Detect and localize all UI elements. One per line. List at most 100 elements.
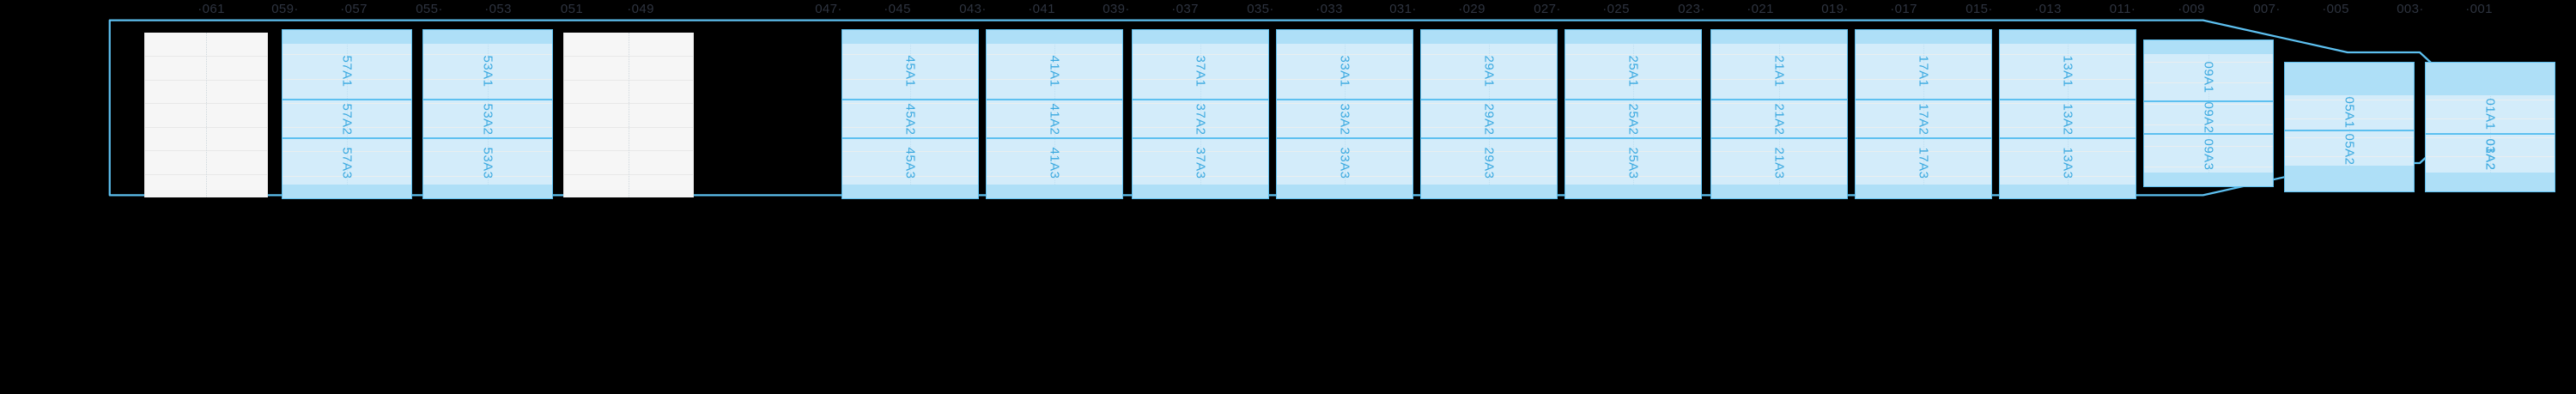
stack-section[interactable]: 57A1 bbox=[283, 44, 411, 101]
bay-number-label: ·005 bbox=[2322, 2, 2349, 16]
stack-section-label: 29A2 bbox=[1481, 103, 1497, 136]
stack-cap-top bbox=[842, 30, 978, 44]
bay-029[interactable]: 29A1 29A2 29A3 bbox=[1420, 29, 1558, 199]
stack-section-label: 57A1 bbox=[339, 55, 355, 88]
stack-cap-top bbox=[2426, 63, 2555, 95]
stack-section[interactable]: 37A3 bbox=[1133, 139, 1268, 186]
stack-section-label: 01A1 bbox=[2482, 98, 2498, 130]
stack-section-label: 41A1 bbox=[1047, 55, 1062, 88]
stack-section[interactable]: 29A1 bbox=[1421, 44, 1557, 101]
stack-section-label: 17A2 bbox=[1916, 103, 1931, 136]
stack-section[interactable]: 29A3 bbox=[1421, 139, 1557, 186]
bay-number-label: 027· bbox=[1534, 2, 1561, 16]
stack-section[interactable]: 21A2 bbox=[1711, 100, 1847, 140]
stack-section[interactable]: 09A1 bbox=[2144, 54, 2273, 102]
stack-section[interactable]: 41A1 bbox=[987, 44, 1122, 101]
stack-section[interactable]: 25A2 bbox=[1565, 100, 1701, 140]
stack-section[interactable]: 17A1 bbox=[1856, 44, 1991, 101]
bay-number-label: ·009 bbox=[2178, 2, 2205, 16]
bay-017[interactable]: 17A1 17A2 17A3 bbox=[1855, 29, 1992, 199]
stack-centerline bbox=[910, 30, 911, 198]
stack-section[interactable]: 57A2 bbox=[283, 100, 411, 140]
stack-section[interactable]: 53A3 bbox=[423, 139, 552, 186]
stack-section[interactable]: 17A3 bbox=[1856, 139, 1991, 186]
stack-section[interactable]: 57A3 bbox=[283, 139, 411, 186]
stack-section[interactable]: 09A3 bbox=[2144, 135, 2273, 174]
stack-section[interactable]: 29A2 bbox=[1421, 100, 1557, 140]
stack-centerline bbox=[1345, 30, 1346, 198]
stack-section[interactable]: 09A2 bbox=[2144, 101, 2273, 135]
stack-cap-bottom bbox=[2000, 185, 2136, 198]
stack-section-label: 09A2 bbox=[2201, 101, 2216, 134]
stack-section[interactable]: 13A1 bbox=[2000, 44, 2136, 101]
stack-section-label: 53A1 bbox=[480, 55, 495, 88]
empty-bay-051[interactable] bbox=[563, 33, 694, 197]
stack-section-label: 05A1 bbox=[2342, 96, 2357, 129]
stack-section[interactable]: 17A2 bbox=[1856, 100, 1991, 140]
stack-section-label: 53A2 bbox=[480, 103, 495, 136]
stack-section[interactable]: 53A1 bbox=[423, 44, 552, 101]
stack-section[interactable]: 05A1 bbox=[2285, 95, 2414, 131]
empty-bay-059[interactable] bbox=[144, 33, 268, 197]
stack-section-label-secondary: 03A2 bbox=[2482, 138, 2498, 171]
bay-number-label: ·029 bbox=[1458, 2, 1485, 16]
stack-cap-top bbox=[283, 30, 411, 44]
stack-section[interactable]: 33A1 bbox=[1277, 44, 1413, 101]
stack-section-label: 17A3 bbox=[1916, 147, 1931, 179]
stack-section[interactable]: 13A3 bbox=[2000, 139, 2136, 186]
bay-number-label: 059· bbox=[271, 2, 299, 16]
stack-centerline bbox=[2068, 30, 2069, 198]
stack-section[interactable]: 25A3 bbox=[1565, 139, 1701, 186]
stack-cap-bottom bbox=[842, 185, 978, 198]
stack-cap-bottom bbox=[283, 185, 411, 198]
bay-057[interactable]: 57A1 57A2 57A3 bbox=[282, 29, 412, 199]
bay-number-label: ·021 bbox=[1747, 2, 1774, 16]
stack-section-label: 21A3 bbox=[1771, 147, 1787, 179]
stack-section[interactable]: 37A2 bbox=[1133, 100, 1268, 140]
stack-section-label: 41A3 bbox=[1047, 147, 1062, 179]
bay-number-label: 039· bbox=[1103, 2, 1130, 16]
stack-section[interactable]: 45A3 bbox=[842, 139, 978, 186]
stack-centerline bbox=[488, 30, 489, 198]
stack-cap-top bbox=[2144, 40, 2273, 54]
stack-cap-top bbox=[2000, 30, 2136, 44]
stack-cap-top bbox=[1421, 30, 1557, 44]
stack-section[interactable]: 21A1 bbox=[1711, 44, 1847, 101]
stack-section[interactable]: 45A1 bbox=[842, 44, 978, 101]
stack-section[interactable]: 41A2 bbox=[987, 100, 1122, 140]
stack-section[interactable]: 13A2 bbox=[2000, 100, 2136, 140]
stack-centerline bbox=[2349, 63, 2350, 191]
bay-053[interactable]: 53A1 53A2 53A3 bbox=[422, 29, 553, 199]
stack-section[interactable]: 33A3 bbox=[1277, 139, 1413, 186]
stack-section[interactable]: 45A2 bbox=[842, 100, 978, 140]
bay-number-label: 055· bbox=[416, 2, 443, 16]
stack-section[interactable]: 37A1 bbox=[1133, 44, 1268, 101]
stack-section[interactable]: 01A1 bbox=[2426, 95, 2555, 135]
stack-section[interactable]: 21A3 bbox=[1711, 139, 1847, 186]
bay-041[interactable]: 41A1 41A2 41A3 bbox=[986, 29, 1123, 199]
bay-number-label: ·061 bbox=[197, 2, 225, 16]
stack-section[interactable]: 05A2 bbox=[2285, 131, 2414, 167]
bay-005[interactable]: 05A1 05A2 bbox=[2284, 62, 2415, 192]
stack-section[interactable]: 41A3 bbox=[987, 139, 1122, 186]
bay-number-label: 035· bbox=[1247, 2, 1274, 16]
stack-section[interactable]: 25A1 bbox=[1565, 44, 1701, 101]
stack-section[interactable]: 53A2 bbox=[423, 100, 552, 140]
stack-section[interactable]: 33A2 bbox=[1277, 100, 1413, 140]
bay-number-label: ·037 bbox=[1171, 2, 1199, 16]
stack-cap-bottom bbox=[1133, 185, 1268, 198]
stack-section-label: 57A2 bbox=[339, 103, 355, 136]
stack-section-label: 33A3 bbox=[1337, 147, 1352, 179]
stack-section-label: 25A3 bbox=[1625, 147, 1641, 179]
bay-number-label: ·053 bbox=[484, 2, 512, 16]
stack-cap-top bbox=[1711, 30, 1847, 44]
